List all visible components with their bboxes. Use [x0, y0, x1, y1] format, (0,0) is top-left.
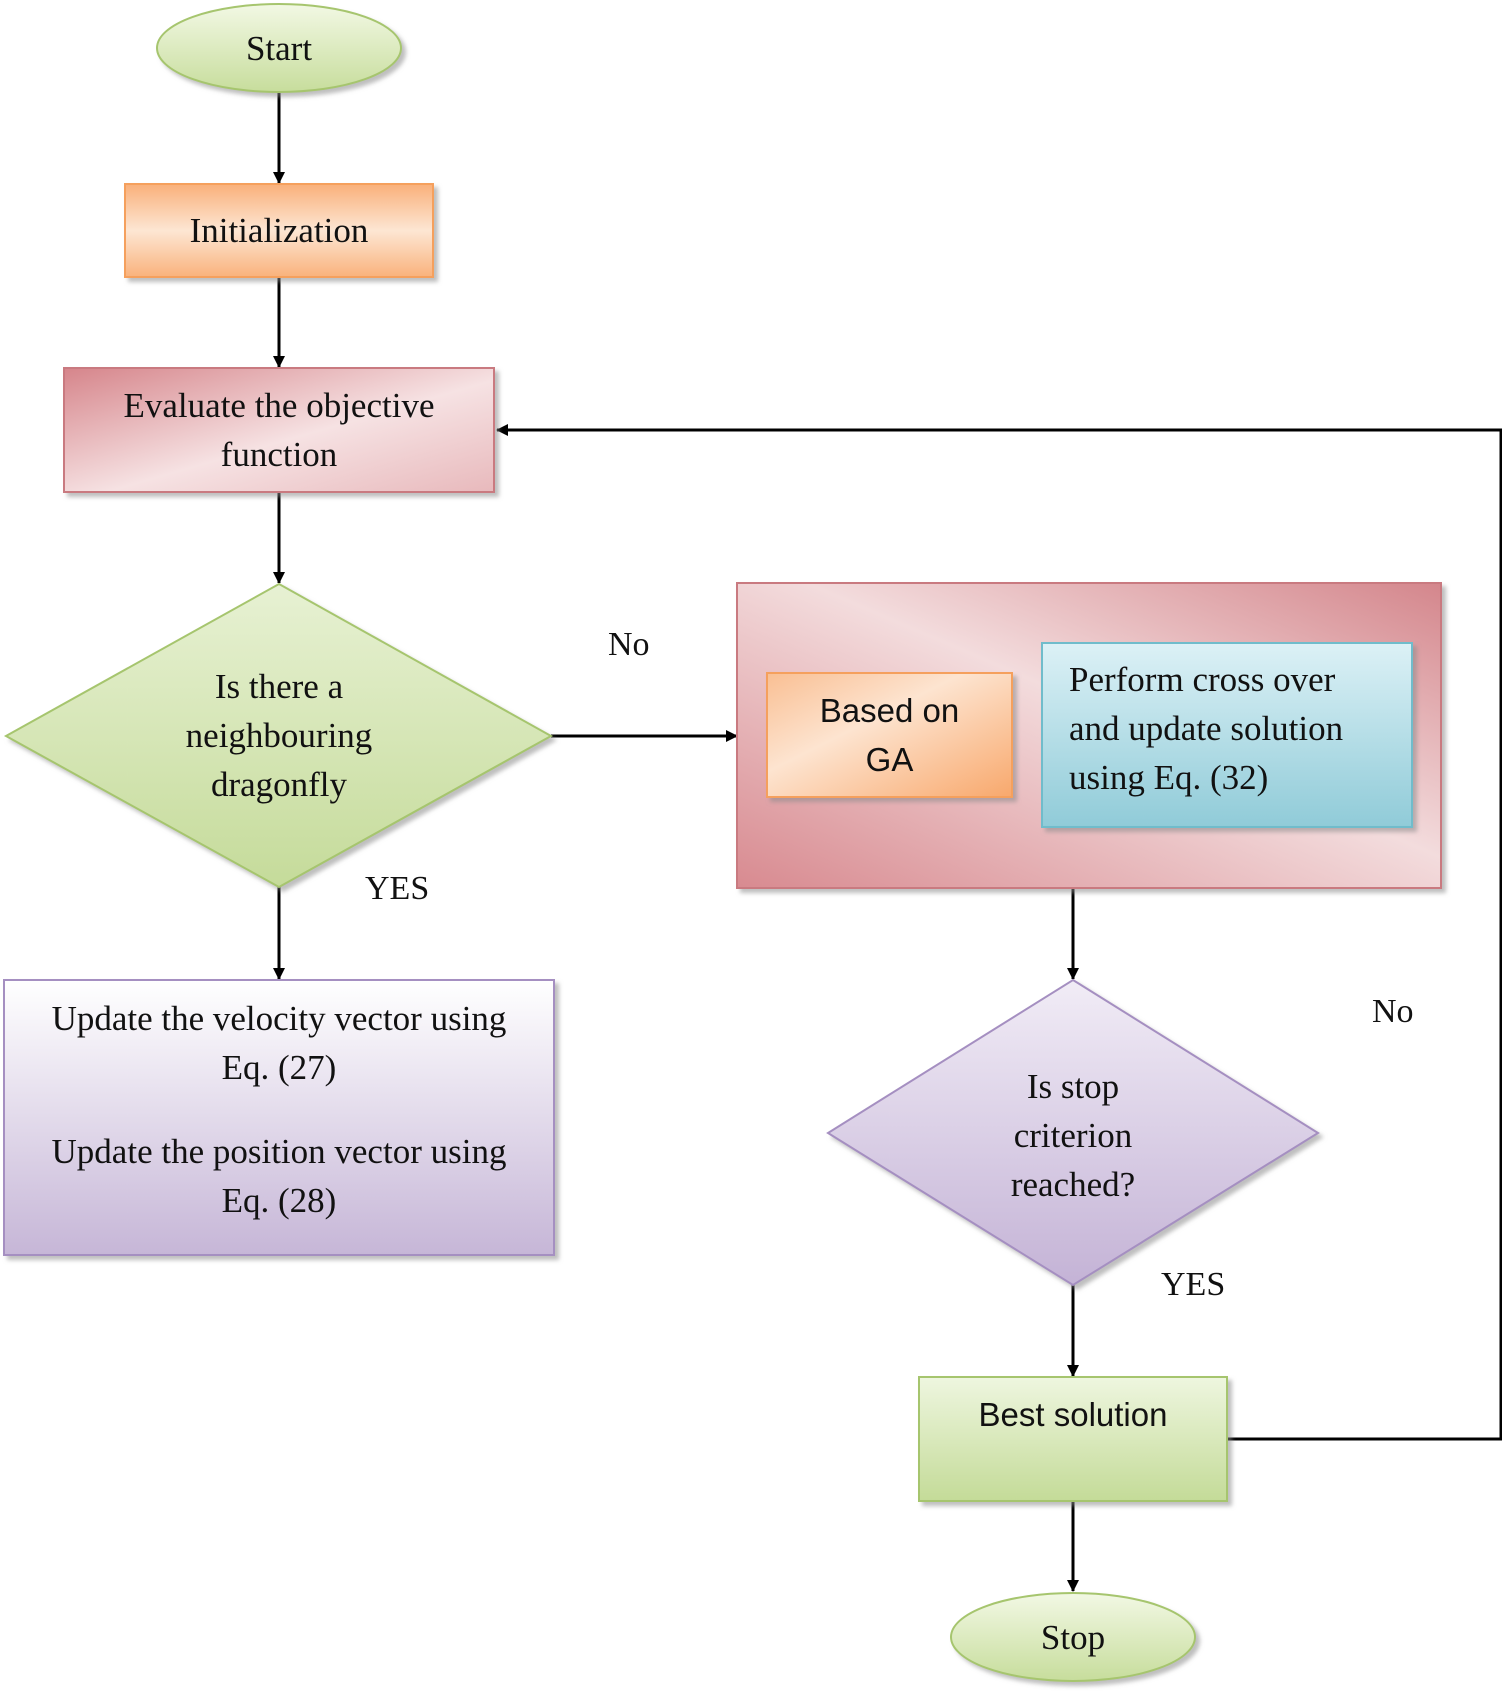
decision-neighbour-node — [3, 582, 554, 889]
best-solution-node — [918, 1376, 1228, 1502]
update-velocity-line2: Eq. (27) — [221, 1048, 337, 1087]
edge-loop-back — [496, 424, 1502, 1441]
stop-label: Stop — [1040, 1617, 1106, 1657]
evaluate-label: Evaluate the objective function — [123, 386, 435, 474]
start-node — [156, 3, 402, 93]
init-label: Initialization — [189, 211, 369, 250]
edge-label-no-top: No — [608, 626, 650, 663]
stop-node — [950, 1592, 1196, 1682]
edge-label-yes-bottom: YES — [1161, 1266, 1226, 1303]
start-label: Start — [245, 28, 313, 68]
decision-neighbour-label: Is there a neighbouring dragonfly — [185, 666, 373, 804]
based-on-ga-label: Based on GA — [819, 692, 960, 778]
best-solution-label: Best solution — [978, 1396, 1168, 1433]
update-velocity-line1: Update the velocity vector using — [51, 999, 507, 1038]
crossover-node — [1041, 642, 1413, 828]
update-position-line2: Eq. (28) — [221, 1181, 337, 1220]
update-node — [3, 979, 555, 1256]
evaluate-node — [63, 367, 495, 493]
update-position-line1: Update the position vector using — [51, 1132, 507, 1171]
based-on-ga-node — [766, 672, 1013, 798]
edge-label-no-right: No — [1372, 993, 1414, 1030]
decision-stop-label: Is stop criterion reached? — [1010, 1066, 1136, 1204]
update-label: Update the velocity vector using Eq. (27… — [4, 994, 554, 1239]
init-node — [124, 183, 434, 278]
decision-stop-node — [826, 978, 1320, 1287]
edge-label-yes-left: YES — [365, 870, 430, 907]
crossover-label: Perform cross over and update solution u… — [1069, 659, 1344, 797]
